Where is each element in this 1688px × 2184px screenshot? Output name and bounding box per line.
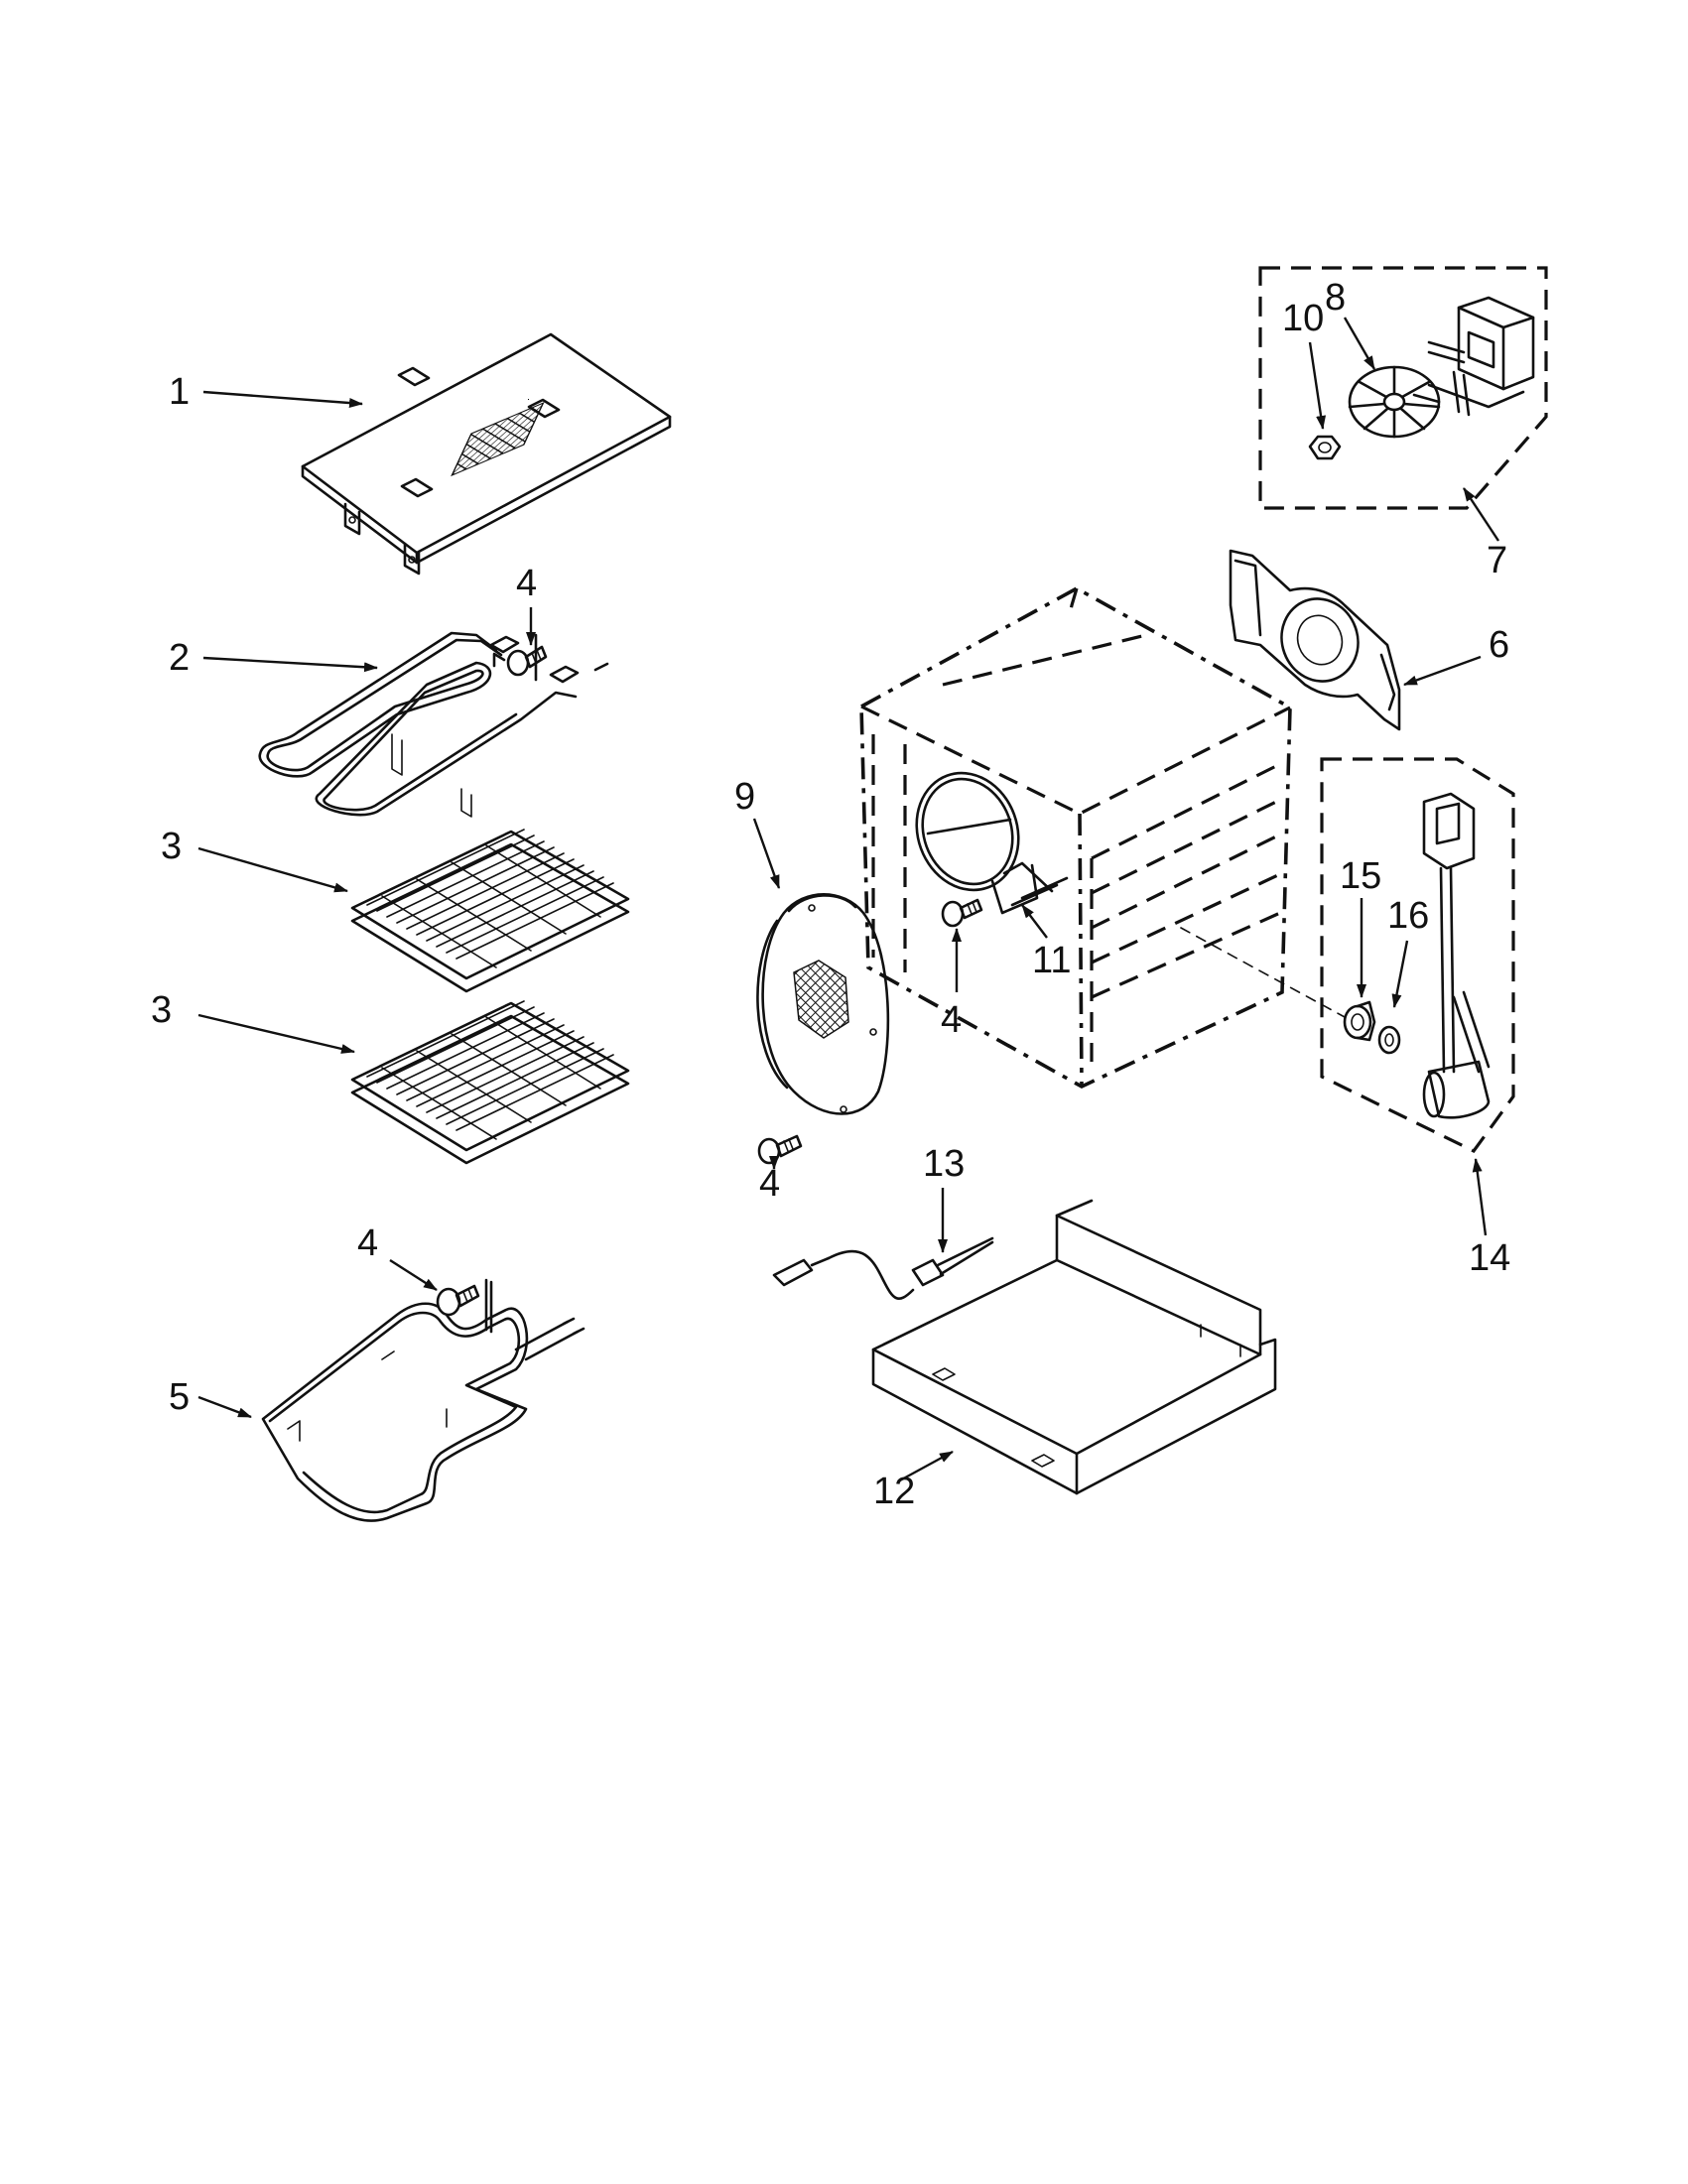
part-14-oven-sensor <box>1422 792 1491 1119</box>
callout-6: 6 <box>1489 624 1509 666</box>
callout-13: 13 <box>923 1143 965 1185</box>
part-8-fan-blade <box>1348 365 1441 439</box>
part-10-nut <box>1308 435 1342 460</box>
leader-2 <box>202 656 378 673</box>
leader-6 <box>1403 655 1482 687</box>
part-7-fan-motor <box>1412 296 1535 417</box>
leader-5 <box>197 1395 252 1419</box>
callout-4c: 4 <box>759 1163 780 1205</box>
part-3-rack-lower <box>350 1000 630 1165</box>
leader-16 <box>1391 940 1409 1008</box>
part-12-bottom-tray <box>871 1199 1277 1495</box>
part-16-washer <box>1377 1025 1401 1055</box>
callout-2: 2 <box>169 637 190 679</box>
leader-12 <box>897 1450 954 1483</box>
callout-8: 8 <box>1325 277 1346 319</box>
leader-10 <box>1308 341 1327 430</box>
oven-cavity <box>859 585 1292 1090</box>
callout-1: 1 <box>169 371 190 413</box>
callout-3a: 3 <box>161 826 182 867</box>
leader-11 <box>1021 904 1048 939</box>
sensor-hole-guide <box>1180 927 1346 1018</box>
callout-3b: 3 <box>151 989 172 1031</box>
part-6-fan-baffle <box>1229 549 1401 731</box>
leader-14 <box>1472 1158 1488 1236</box>
leader-4d <box>389 1258 438 1292</box>
fan-cover-vent <box>793 960 849 1039</box>
part-2-bake-element <box>258 631 609 818</box>
leader-7 <box>1462 487 1500 542</box>
part-1-top-panel <box>301 332 672 576</box>
callout-10: 10 <box>1282 298 1324 339</box>
screw-4c <box>757 1134 803 1165</box>
leader-8 <box>1343 317 1376 370</box>
part-14-group <box>1320 757 1515 1154</box>
callout-16: 16 <box>1387 895 1429 937</box>
callout-4b: 4 <box>941 999 962 1041</box>
callout-11: 11 <box>1032 940 1071 981</box>
screw-4b <box>941 898 983 928</box>
callout-7: 7 <box>1487 540 1507 581</box>
part-13-meat-probe <box>772 1236 994 1300</box>
part-11-convection-element <box>915 771 1069 915</box>
leader-9 <box>752 818 781 889</box>
callout-4d: 4 <box>357 1222 378 1264</box>
callout-4a: 4 <box>516 563 537 604</box>
callout-14: 14 <box>1469 1237 1510 1279</box>
panel-vent-mesh <box>451 402 545 477</box>
callout-15: 15 <box>1340 855 1381 897</box>
callout-12: 12 <box>873 1471 915 1512</box>
screw-4a <box>506 645 548 677</box>
part-9-fan-cover <box>756 893 890 1115</box>
part-15-grommet <box>1343 1000 1376 1042</box>
callout-9: 9 <box>734 776 755 818</box>
leader-3b <box>197 1013 355 1054</box>
part-3-rack-upper <box>350 829 630 993</box>
callout-5: 5 <box>169 1376 190 1418</box>
part-5-broil-element <box>261 1278 585 1522</box>
leader-3a <box>197 846 348 893</box>
part-7-group <box>1258 266 1548 510</box>
leader-1 <box>202 390 363 409</box>
screw-4d <box>436 1284 480 1317</box>
